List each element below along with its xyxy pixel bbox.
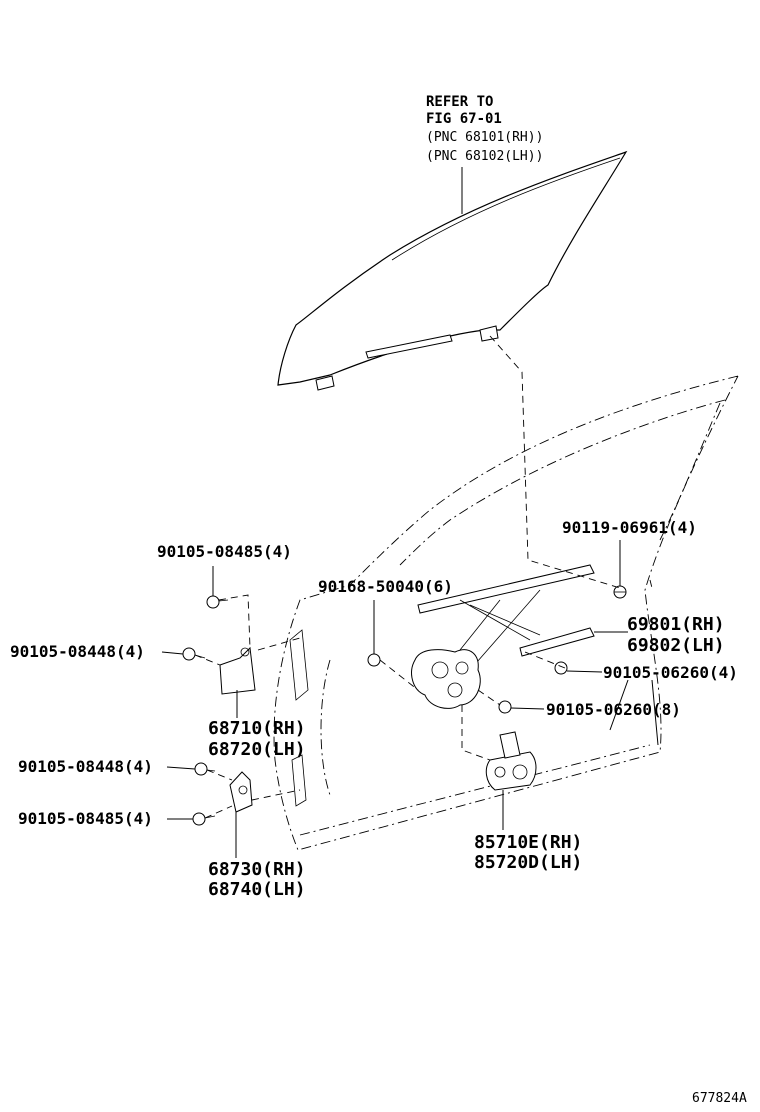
label-69802: 69802(LH) [627, 635, 725, 656]
label-90105-06260-4: 90105-06260(4) [603, 663, 738, 682]
bolt-90105-06260-8 [498, 700, 512, 714]
labels: REFER TO FIG 67-01 (PNC 68101(RH)) (PNC … [10, 94, 747, 1106]
bolt-90119-06961 [613, 585, 627, 599]
assembly-lines [194, 335, 653, 819]
refer-line-1: REFER TO [426, 94, 493, 110]
bolt-90105-08448-bot [194, 762, 216, 776]
lower-hinge [229, 771, 253, 813]
label-68710: 68710(RH) [208, 718, 306, 739]
leader-lines [161, 167, 659, 858]
label-90119-06961: 90119-06961(4) [562, 518, 697, 537]
bolt-90105-08485-top [206, 595, 229, 609]
refer-line-3: (PNC 68101(RH)) [426, 130, 543, 145]
bolt-90168-50040 [367, 653, 381, 667]
window-regulator [411, 564, 595, 709]
label-90105-08448-bot: 90105-08448(4) [18, 757, 153, 776]
bolt-90105-08485-bot [192, 812, 216, 826]
label-85720D: 85720D(LH) [474, 852, 582, 873]
door-glass [277, 150, 628, 391]
figure-id: 677824A [692, 1091, 747, 1106]
bolt-90105-06260-4 [554, 661, 568, 675]
regulator-motor [485, 731, 537, 791]
label-90105-06260-8: 90105-06260(8) [546, 700, 681, 719]
label-68720: 68720(LH) [208, 739, 306, 760]
label-69801: 69801(RH) [627, 614, 725, 635]
label-68740: 68740(LH) [208, 879, 306, 900]
label-90168-50040: 90168-50040(6) [318, 577, 453, 596]
label-85710E: 85710E(RH) [474, 832, 582, 853]
label-90105-08485-bot: 90105-08485(4) [18, 809, 153, 828]
upper-hinge [219, 646, 256, 695]
refer-line-2: FIG 67-01 [426, 111, 502, 127]
door-frame [273, 375, 739, 851]
refer-line-4: (PNC 68102(LH)) [426, 149, 543, 164]
label-68730: 68730(RH) [208, 859, 306, 880]
label-90105-08448-top: 90105-08448(4) [10, 642, 145, 661]
bolt-90105-08448-top [182, 647, 206, 661]
label-90105-08485-top: 90105-08485(4) [157, 542, 292, 561]
